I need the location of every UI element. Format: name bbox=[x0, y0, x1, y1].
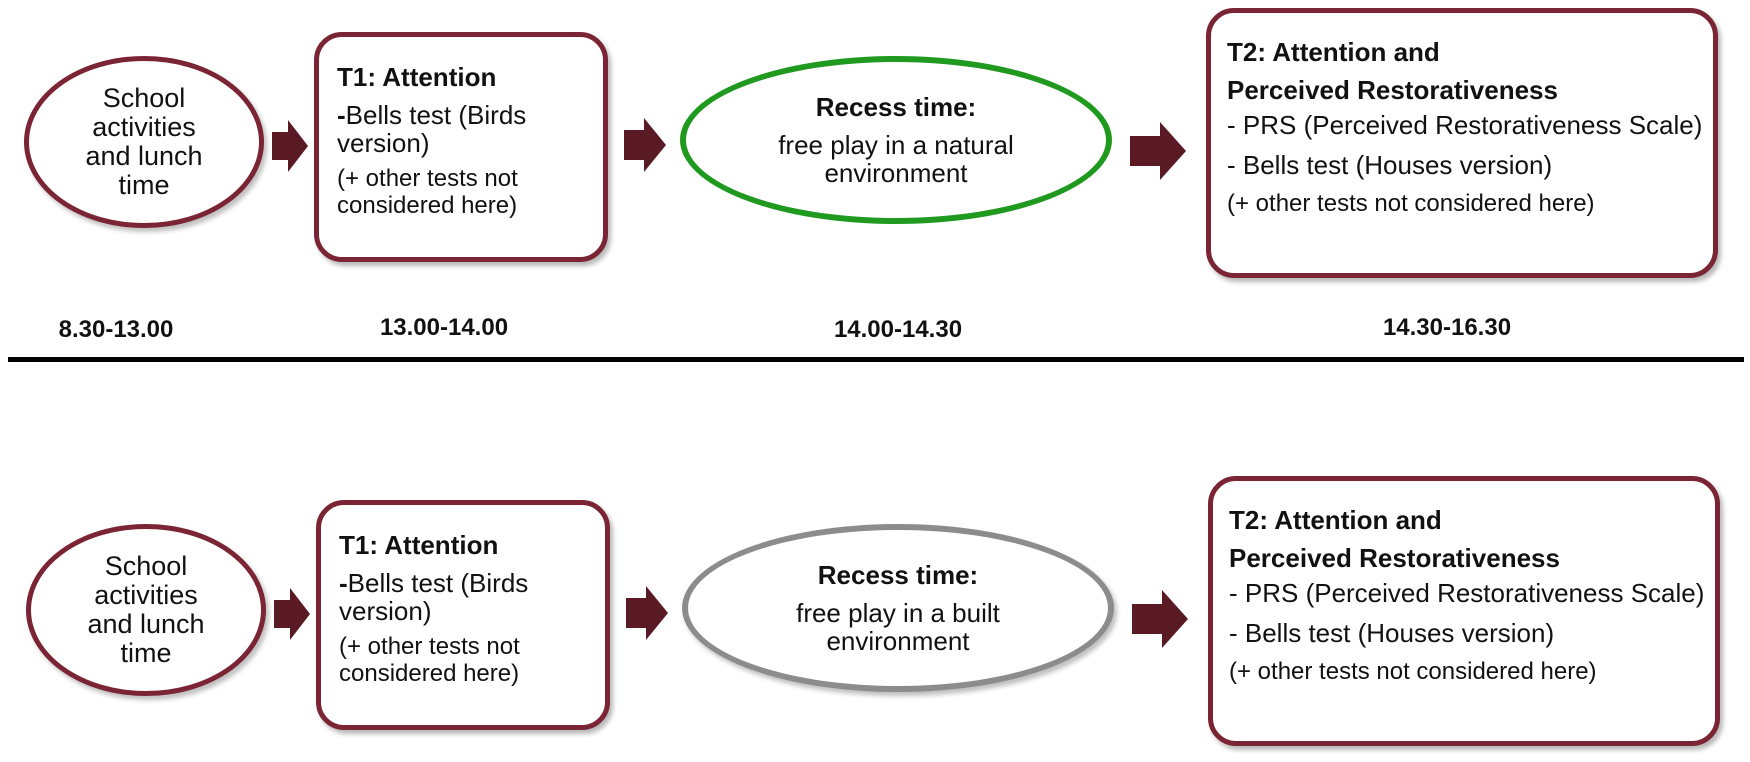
time-label: 14.30-16.30 bbox=[1382, 314, 1512, 341]
row2-recess-desc: free play in a built environment bbox=[796, 598, 1000, 656]
row2-recess-title: Recess time: bbox=[817, 560, 979, 590]
time-label: 14.00-14.30 bbox=[833, 316, 963, 343]
row1-t1-note: (+ other tests not considered here) bbox=[337, 165, 518, 219]
row1-recess-title: Recess time: bbox=[815, 92, 977, 122]
row1-start-text: School activities and lunch time bbox=[85, 83, 203, 200]
row2-t2-title-line2: Perceived Restorativeness bbox=[1229, 543, 1560, 573]
arrow-right-icon bbox=[272, 120, 308, 172]
row1-t1-box: T1: Attention -Bells test (Birds version… bbox=[314, 32, 608, 262]
row2-recess-node: Recess time: free play in a built enviro… bbox=[682, 524, 1114, 692]
divider-line bbox=[8, 357, 1744, 362]
row1-t2-item-prs: - PRS (Perceived Restorativeness Scale) bbox=[1227, 110, 1703, 140]
row2-t1-note: (+ other tests not considered here) bbox=[339, 633, 520, 687]
arrow-right-icon bbox=[624, 118, 666, 172]
row1-t1-title: T1: Attention bbox=[337, 62, 497, 92]
row1-t2-title-line2: Perceived Restorativeness bbox=[1227, 75, 1558, 105]
row1-t2-note: (+ other tests not considered here) bbox=[1227, 190, 1595, 217]
arrow-right-icon bbox=[1130, 122, 1186, 180]
row1-recess-desc: free play in a natural environment bbox=[778, 130, 1014, 188]
row2-t2-note: (+ other tests not considered here) bbox=[1229, 658, 1597, 685]
time-label: 8.30-13.00 bbox=[58, 316, 174, 343]
row1-start-node: School activities and lunch time bbox=[24, 56, 264, 228]
row2-t2-title-line1: T2: Attention and bbox=[1229, 505, 1442, 535]
row2-t1-box: T1: Attention -Bells test (Birds version… bbox=[316, 500, 610, 730]
row2-t1-item: -Bells test (Birds version) bbox=[339, 568, 529, 626]
row2-t2-item-bells: - Bells test (Houses version) bbox=[1229, 618, 1555, 648]
arrow-right-icon bbox=[1132, 590, 1188, 648]
row2-t2-item-prs: - PRS (Perceived Restorativeness Scale) bbox=[1229, 578, 1705, 608]
time-label: 13.00-14.00 bbox=[379, 314, 509, 341]
row1-t2-box: T2: Attention and Perceived Restorativen… bbox=[1206, 8, 1718, 278]
row2-t1-title: T1: Attention bbox=[339, 530, 499, 560]
row2-t2-box: T2: Attention and Perceived Restorativen… bbox=[1208, 476, 1720, 746]
row2-start-text: School activities and lunch time bbox=[87, 551, 205, 668]
row1-t2-title-line1: T2: Attention and bbox=[1227, 37, 1440, 67]
arrow-right-icon bbox=[274, 588, 310, 640]
row1-recess-node: Recess time: free play in a natural envi… bbox=[680, 56, 1112, 224]
row2-start-node: School activities and lunch time bbox=[26, 524, 266, 696]
row1-t1-item: -Bells test (Birds version) bbox=[337, 100, 527, 158]
row1-t2-item-bells: - Bells test (Houses version) bbox=[1227, 150, 1553, 180]
arrow-right-icon bbox=[626, 586, 668, 640]
